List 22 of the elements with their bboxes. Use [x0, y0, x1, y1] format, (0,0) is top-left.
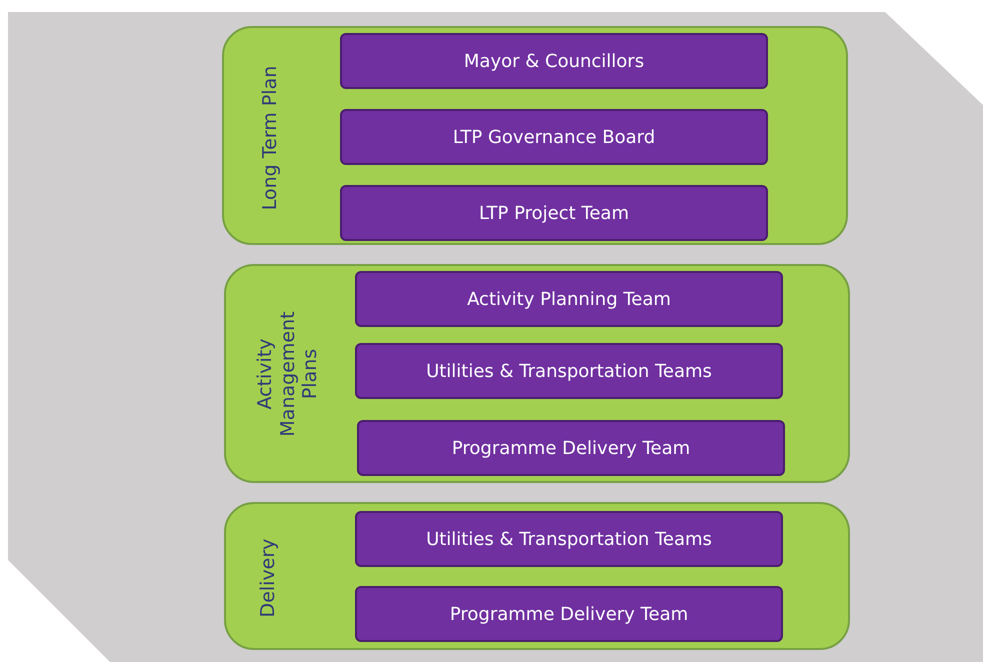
team-box — [340, 109, 768, 165]
team-name: Utilities & Transportation Teams — [426, 528, 712, 550]
team-box — [355, 343, 783, 399]
team-box — [357, 420, 785, 476]
team-box — [340, 33, 768, 89]
stage-panel — [222, 26, 848, 245]
stage-heading: Delivery — [256, 538, 280, 620]
team-name: LTP Project Team — [478, 202, 629, 224]
stage-panel — [224, 264, 850, 483]
team-box — [355, 511, 783, 567]
stage-heading: Activity Management Plans — [258, 310, 318, 439]
team-box — [340, 185, 768, 241]
stage-heading: Long Term Plan — [258, 64, 282, 212]
team-name: Utilities & Transportation Teams — [426, 360, 712, 382]
team-name: Mayor & Councillors — [464, 50, 644, 72]
team-box — [355, 586, 783, 642]
team-name: Programme Delivery Team — [452, 438, 690, 458]
stage-panel — [224, 502, 850, 650]
team-name: Activity Planning Team — [467, 288, 671, 310]
team-name: Programme Delivery Team — [450, 604, 688, 624]
team-box — [355, 271, 783, 327]
team-name: LTP Governance Board — [452, 126, 656, 148]
